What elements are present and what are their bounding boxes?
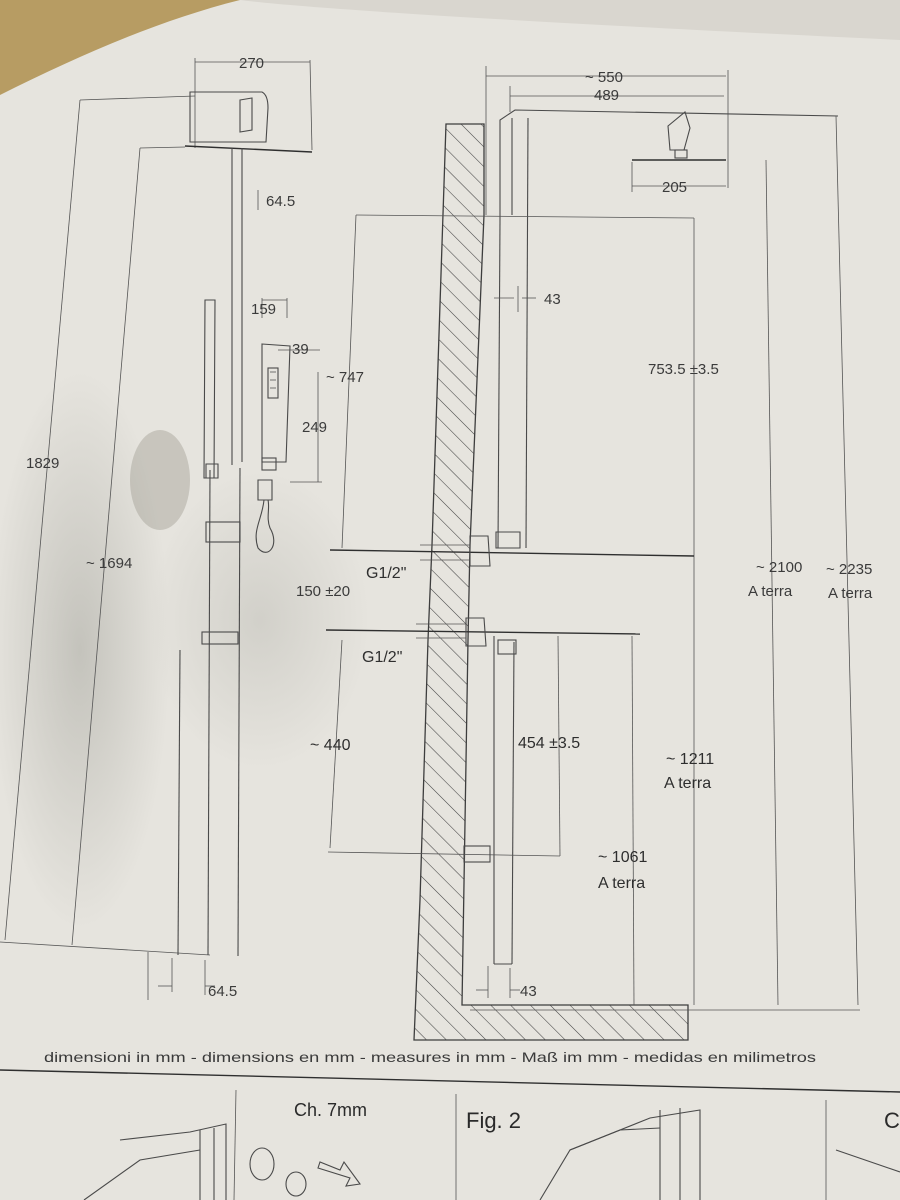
dim-height-2100-label: A terra: [748, 583, 793, 600]
dim-height-2100: ~ 2100: [756, 559, 802, 576]
dim-height-2235: ~ 2235: [826, 561, 872, 578]
dim-hand-shower-depth: 39: [292, 341, 309, 358]
dim-holder-span: 454 ±3.5: [518, 735, 580, 752]
dim-top-width: 270: [239, 55, 264, 72]
dim-head-to-inlet: 753.5 ±3.5: [648, 361, 719, 378]
smudge: [130, 430, 190, 530]
cut-letter: C: [884, 1108, 900, 1133]
dim-bottom-offset: 64.5: [208, 983, 237, 1000]
dim-bar-height: ~ 1694: [86, 555, 132, 572]
dim-height-1061-label: A terra: [598, 875, 645, 892]
dim-head-width: 205: [662, 179, 687, 196]
dim-arm-length: ~ 550: [585, 69, 623, 86]
dim-bottom-offset-front: 43: [520, 983, 537, 1000]
wall-section: [413, 123, 689, 1041]
dim-hand-shower-offset: 159: [251, 301, 276, 318]
dim-hand-shower-height: 249: [302, 419, 327, 436]
dim-height-1211-label: A terra: [664, 775, 711, 792]
next-section: Ch. 7mm Fig. 2 C: [0, 1069, 900, 1200]
dim-height-1211: ~ 1211: [666, 751, 714, 768]
dim-height-1061: ~ 1061: [598, 849, 647, 866]
dim-lower-span: ~ 440: [310, 737, 351, 754]
units-note: dimensioni in mm - dimensions en mm - me…: [44, 1049, 816, 1065]
dim-total-height: 1829: [26, 455, 59, 472]
drill-label: Ch. 7mm: [294, 1100, 367, 1120]
dim-inlet-spacing: 150 ±20: [296, 583, 350, 600]
dim-height-2235-label: A terra: [828, 585, 873, 602]
dim-thread-upper: G1/2": [366, 565, 406, 582]
front-view: ~ 550 489 205 43 ~ 747 753.5 ±3.5 G1/2" …: [296, 66, 873, 1041]
dim-bar-offset: 43: [544, 291, 561, 308]
dim-thread-lower: G1/2": [362, 649, 402, 666]
figure-label: Fig. 2: [466, 1108, 521, 1133]
dim-upper-span: ~ 747: [326, 369, 364, 386]
side-view: 270 64.5 159 39 249 1829 ~ 1694 64.5: [0, 55, 327, 1000]
smudge: [0, 370, 170, 930]
dim-arm-inner: 489: [594, 87, 619, 104]
dim-bar-offset-top: 64.5: [266, 193, 295, 210]
smudge: [150, 470, 370, 770]
paper-shadow: [240, 0, 900, 40]
